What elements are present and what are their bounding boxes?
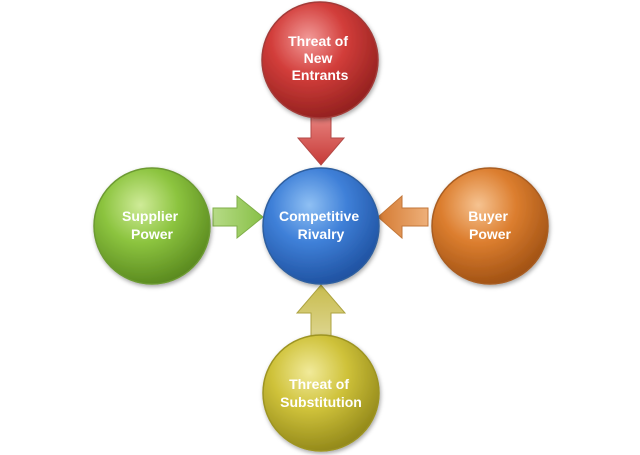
node-threat-of-substitution: Threat of Substitution: [262, 334, 380, 452]
node-label-line: New: [304, 50, 333, 66]
node-label: Buyer Power: [468, 208, 512, 242]
arrow-right-to-center: [377, 194, 429, 240]
node-circle: [262, 334, 380, 452]
node-circle: [261, 1, 379, 119]
node-label-line: Power: [469, 226, 512, 242]
arrow-top-to-center: [296, 116, 346, 166]
node-label: Supplier Power: [122, 208, 182, 242]
node-label-line: Threat of: [288, 33, 348, 49]
node-label-line: Buyer: [468, 208, 508, 224]
node-label: Competitive Rivalry: [279, 208, 363, 242]
node-label-line: Rivalry: [298, 226, 345, 242]
node-circle: [431, 167, 549, 285]
node-circle: [93, 167, 211, 285]
node-label-line: Competitive: [279, 208, 359, 224]
arrow-left-to-center: [212, 194, 264, 240]
node-label: Threat of Substitution: [280, 376, 362, 410]
arrow-bottom-to-center: [295, 284, 347, 338]
node-buyer-power: Buyer Power: [431, 167, 549, 285]
node-supplier-power: Supplier Power: [93, 167, 211, 285]
node-label-line: Power: [131, 226, 174, 242]
node-label-line: Supplier: [122, 208, 179, 224]
node-label: Threat of New Entrants: [288, 33, 352, 83]
node-label-line: Threat of: [289, 376, 349, 392]
node-circle: [262, 167, 380, 285]
node-threat-of-new-entrants: Threat of New Entrants: [261, 1, 379, 119]
node-label-line: Substitution: [280, 394, 362, 410]
node-label-line: Entrants: [292, 67, 349, 83]
node-competitive-rivalry: Competitive Rivalry: [262, 167, 380, 285]
